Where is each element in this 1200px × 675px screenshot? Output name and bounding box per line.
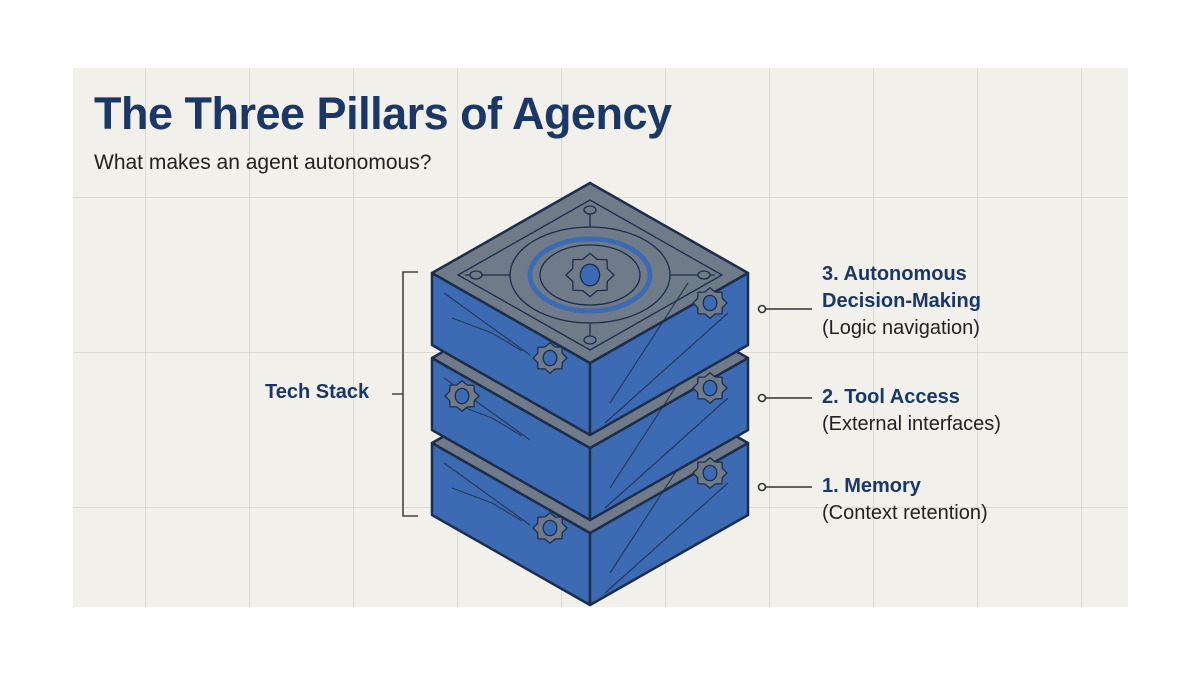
label-heading: Decision-Making xyxy=(822,290,981,312)
page-subtitle: What makes an agent autonomous? xyxy=(94,151,432,174)
connector-memory xyxy=(757,482,812,492)
connector-tools xyxy=(757,393,812,403)
label-heading: 3. Autonomous xyxy=(822,263,967,285)
tech-stack-bracket xyxy=(392,271,418,517)
label-description: (Context retention) xyxy=(822,502,988,524)
label-description: (External interfaces) xyxy=(822,413,1001,435)
label-tool-access: 2. Tool Access (External interfaces) xyxy=(822,384,1001,438)
label-heading: 1. Memory xyxy=(822,475,921,497)
top-circuit-pattern xyxy=(456,199,724,351)
label-heading: 2. Tool Access xyxy=(822,386,960,408)
tech-stack-label: Tech Stack xyxy=(265,381,370,403)
connector-decision xyxy=(757,304,812,314)
label-description: (Logic navigation) xyxy=(822,317,980,339)
label-memory: 1. Memory (Context retention) xyxy=(822,473,988,527)
label-decision-making: 3. Autonomous Decision-Making (Logic nav… xyxy=(822,261,981,342)
page-title: The Three Pillars of Agency xyxy=(94,88,672,139)
